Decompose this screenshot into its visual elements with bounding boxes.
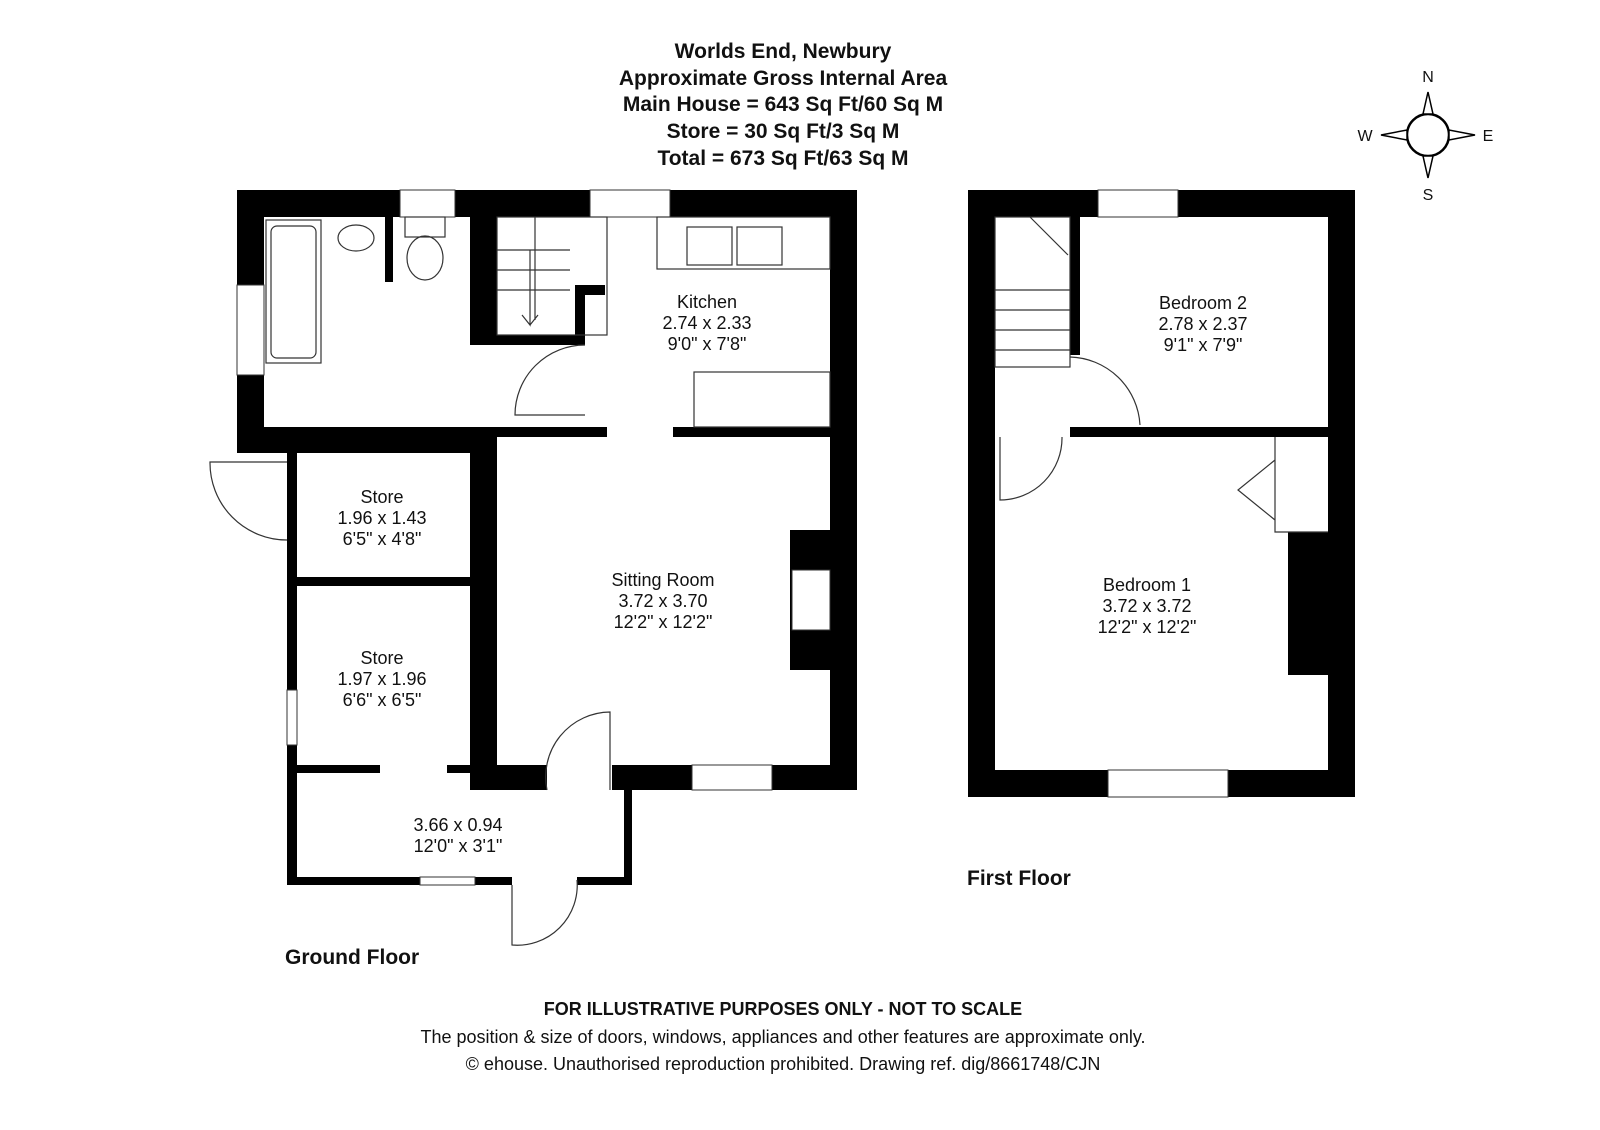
compass-south: S <box>1423 187 1434 204</box>
room-size-metric: 1.97 x 1.96 <box>337 669 426 689</box>
room-name: Store <box>360 648 403 668</box>
room-sitting-room: Sitting Room 3.72 x 3.70 12'2" x 12'2" <box>611 570 714 632</box>
ground-floor-walls <box>209 189 857 946</box>
room-size-metric: 3.66 x 0.94 <box>413 815 502 835</box>
room-size-metric: 2.74 x 2.33 <box>662 313 751 333</box>
room-name: Bedroom 2 <box>1159 293 1247 313</box>
total-area: Total = 673 Sq Ft/63 Sq M <box>657 147 908 170</box>
compass-north: N <box>1422 69 1434 86</box>
room-size-metric: 2.78 x 2.37 <box>1158 314 1247 334</box>
room-lobby: 3.66 x 0.94 12'0" x 3'1" <box>413 815 502 856</box>
room-size-imperial: 12'2" x 12'2" <box>1098 617 1197 637</box>
disclaimer: FOR ILLUSTRATIVE PURPOSES ONLY - NOT TO … <box>544 999 1022 1019</box>
header: Worlds End, Newbury Approximate Gross In… <box>619 40 948 170</box>
room-kitchen: Kitchen 2.74 x 2.33 9'0" x 7'8" <box>662 292 751 354</box>
room-store-1: Store 1.96 x 1.43 6'5" x 4'8" <box>337 487 426 549</box>
room-size-imperial: 12'0" x 3'1" <box>414 836 503 856</box>
room-size-metric: 1.96 x 1.43 <box>337 508 426 528</box>
room-bedroom-1: Bedroom 1 3.72 x 3.72 12'2" x 12'2" <box>1098 575 1197 637</box>
room-size-imperial: 9'1" x 7'9" <box>1164 335 1243 355</box>
copyright-note: © ehouse. Unauthorised reproduction proh… <box>466 1054 1101 1074</box>
room-name: Sitting Room <box>611 570 714 590</box>
compass-east: E <box>1483 128 1494 145</box>
compass-icon: N S W E <box>1357 69 1493 204</box>
ground-floor-label: Ground Floor <box>285 946 419 969</box>
room-size-imperial: 6'5" x 4'8" <box>343 529 422 549</box>
plan-subtitle: Approximate Gross Internal Area <box>619 67 948 90</box>
plan-title: Worlds End, Newbury <box>675 40 892 63</box>
main-house-area: Main House = 643 Sq Ft/60 Sq M <box>623 93 943 116</box>
first-floor-label: First Floor <box>967 867 1071 890</box>
approximation-note: The position & size of doors, windows, a… <box>420 1027 1145 1047</box>
store-area: Store = 30 Sq Ft/3 Sq M <box>667 120 900 143</box>
room-size-metric: 3.72 x 3.72 <box>1102 596 1191 616</box>
room-name: Kitchen <box>677 292 737 312</box>
compass-west: W <box>1357 128 1373 145</box>
footer: FOR ILLUSTRATIVE PURPOSES ONLY - NOT TO … <box>420 999 1145 1074</box>
room-size-imperial: 12'2" x 12'2" <box>614 612 713 632</box>
room-name: Bedroom 1 <box>1103 575 1191 595</box>
room-size-imperial: 6'6" x 6'5" <box>343 690 422 710</box>
room-size-imperial: 9'0" x 7'8" <box>668 334 747 354</box>
room-size-metric: 3.72 x 3.70 <box>618 591 707 611</box>
first-floor-walls <box>968 189 1355 798</box>
room-store-2: Store 1.97 x 1.96 6'6" x 6'5" <box>337 648 426 710</box>
room-bedroom-2: Bedroom 2 2.78 x 2.37 9'1" x 7'9" <box>1158 293 1247 355</box>
room-name: Store <box>360 487 403 507</box>
